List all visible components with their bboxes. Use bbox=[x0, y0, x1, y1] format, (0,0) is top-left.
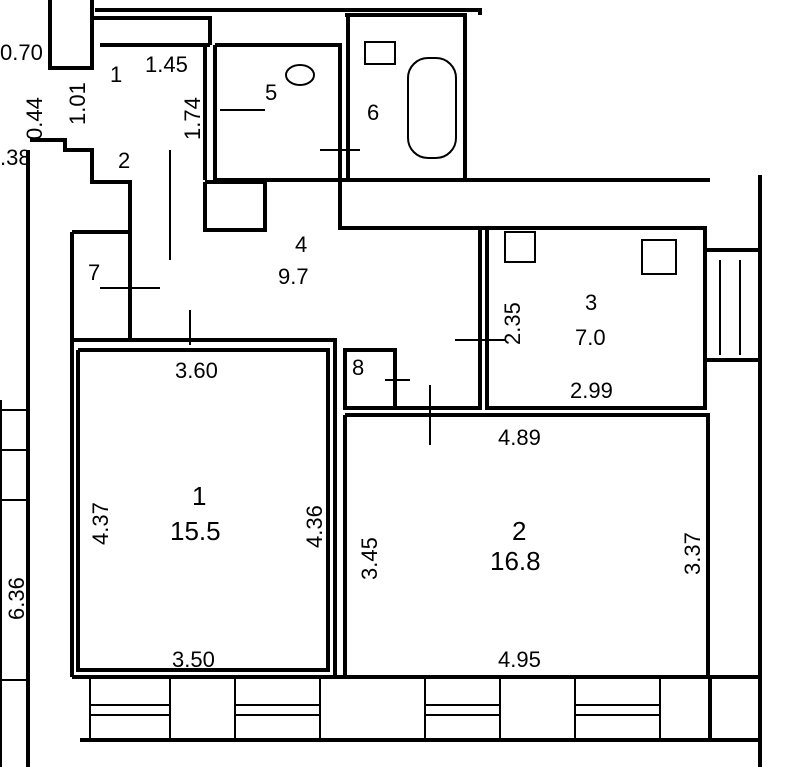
dim-3.60: 3.60 bbox=[175, 358, 218, 383]
sink-icon bbox=[364, 41, 396, 65]
dim-3.45: 3.45 bbox=[357, 537, 382, 580]
windows bbox=[0, 260, 741, 740]
dim-4.95: 4.95 bbox=[498, 647, 541, 672]
dim-0.44: 0.44 bbox=[22, 97, 47, 140]
dim-0.38: .38 bbox=[0, 145, 31, 170]
walls bbox=[0, 0, 762, 767]
fixtures bbox=[100, 41, 677, 445]
dim-4.36: 4.36 bbox=[302, 505, 327, 548]
room-4-area: 9.7 bbox=[278, 264, 309, 289]
dim-1.45: 1.45 bbox=[145, 52, 188, 77]
bathtub-icon bbox=[407, 57, 457, 159]
room-5-number: 5 bbox=[265, 80, 277, 105]
room-2-area: 16.8 bbox=[490, 546, 541, 576]
room-3-area: 7.0 bbox=[575, 325, 606, 350]
room-2-number: 2 bbox=[512, 516, 526, 546]
dim-6.36: 6.36 bbox=[4, 577, 29, 620]
room-8-number: 8 bbox=[352, 355, 364, 380]
dim-2.35: 2.35 bbox=[500, 302, 525, 345]
hall-2-number: 2 bbox=[118, 148, 130, 173]
door-marks bbox=[100, 109, 505, 445]
dim-2.99: 2.99 bbox=[570, 378, 613, 403]
toilet-icon bbox=[285, 64, 315, 86]
room-7-number: 7 bbox=[88, 260, 100, 285]
dim-3.37: 3.37 bbox=[680, 532, 705, 575]
dim-4.89: 4.89 bbox=[498, 425, 541, 450]
dim-4.37: 4.37 bbox=[88, 502, 113, 545]
dim-1.74: 1.74 bbox=[180, 97, 205, 140]
dim-0.70: 0.70 bbox=[0, 40, 43, 65]
room-4-number: 4 bbox=[295, 232, 307, 257]
dim-3.50: 3.50 bbox=[172, 647, 215, 672]
hall-1-number: 1 bbox=[110, 62, 122, 87]
room-6-number: 6 bbox=[367, 100, 379, 125]
kitchen-sink-icon bbox=[504, 231, 536, 263]
room-1-number: 1 bbox=[192, 481, 206, 511]
room-3-number: 3 bbox=[585, 290, 597, 315]
labels: 0.70 1 1.45 1.01 0.44 1.74 .38 2 5 6 4 9… bbox=[0, 40, 705, 672]
room-1-area: 15.5 bbox=[170, 516, 221, 546]
dim-1.01: 1.01 bbox=[65, 82, 90, 125]
stove-icon bbox=[641, 239, 677, 275]
